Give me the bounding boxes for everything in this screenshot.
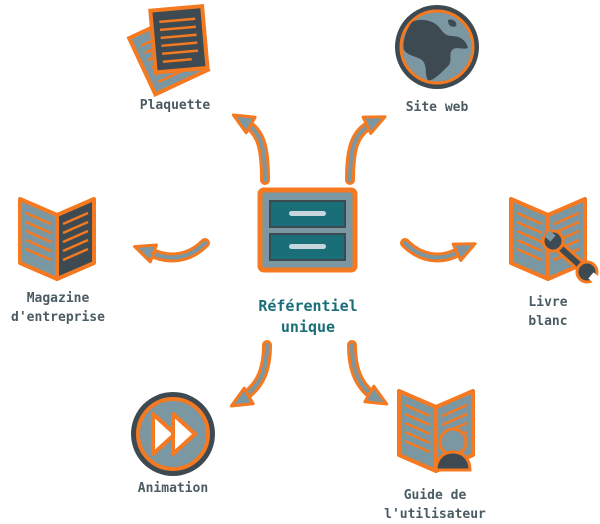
arrow-to-guide bbox=[347, 340, 393, 414]
label-plaquette: Plaquette bbox=[110, 96, 240, 115]
label-livre-blanc-line2: blanc bbox=[528, 314, 568, 329]
center-label-line2: unique bbox=[280, 318, 336, 336]
label-site-web: Site web bbox=[372, 98, 502, 117]
label-animation-text: Animation bbox=[137, 481, 209, 496]
label-livre-blanc: Livre blanc bbox=[500, 293, 596, 331]
arrow-to-plaquette bbox=[227, 105, 270, 185]
fast-forward-icon bbox=[131, 392, 215, 476]
label-animation: Animation bbox=[108, 479, 238, 498]
wrench-book-icon bbox=[509, 197, 600, 284]
label-site-web-text: Site web bbox=[405, 100, 469, 115]
filing-cabinet-icon bbox=[257, 187, 358, 273]
center-label-line1: Référentiel bbox=[258, 297, 358, 315]
center-label: Référentiel unique bbox=[230, 296, 386, 338]
magazine-icon bbox=[18, 197, 96, 281]
label-plaquette-text: Plaquette bbox=[139, 98, 211, 113]
brochure-icon bbox=[126, 3, 211, 97]
arrow-to-livre-blanc bbox=[400, 234, 481, 263]
arrow-to-magazine bbox=[130, 236, 210, 264]
user-guide-icon bbox=[397, 389, 475, 473]
label-guide-line2: l'utilisateur bbox=[384, 507, 486, 522]
label-magazine-line1: Magazine bbox=[26, 291, 90, 306]
label-guide: Guide de l'utilisateur bbox=[370, 486, 500, 524]
label-livre-blanc-line1: Livre bbox=[528, 295, 568, 310]
label-magazine-line2: d'entreprise bbox=[11, 310, 105, 325]
arrow-to-site-web bbox=[345, 107, 391, 185]
globe-icon bbox=[395, 5, 479, 89]
arrow-to-animation bbox=[225, 340, 272, 416]
label-magazine: Magazine d'entreprise bbox=[0, 289, 116, 327]
label-guide-line1: Guide de bbox=[403, 488, 467, 503]
